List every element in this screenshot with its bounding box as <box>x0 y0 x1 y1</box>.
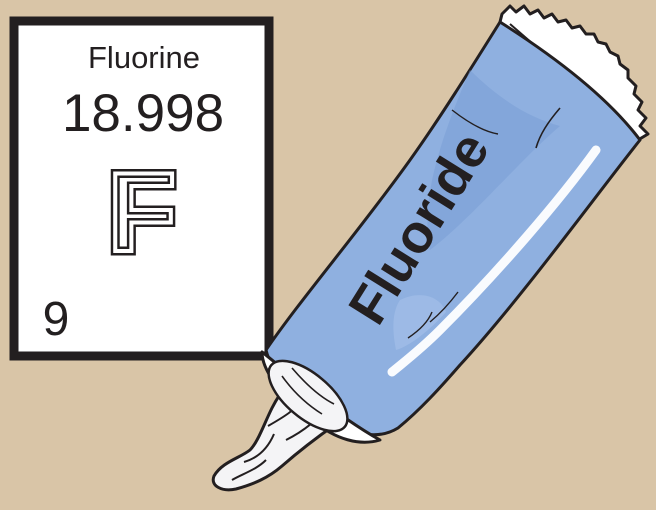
element-symbol: F <box>108 150 176 275</box>
element-atomic-number: 9 <box>43 293 70 346</box>
element-atomic-mass: 18.998 <box>62 84 224 143</box>
tube-shade-1 <box>427 70 560 250</box>
toothpaste-tube: Fluoride <box>260 4 650 444</box>
tube-wrinkle-1 <box>535 107 561 149</box>
tube-shade-2 <box>393 295 446 350</box>
tube-wrinkle-4 <box>407 311 433 339</box>
tube-nozzle-ring-2 <box>291 367 335 405</box>
element-name: Fluorine <box>88 40 200 75</box>
element-card-frame <box>9 16 274 361</box>
toothpaste-line-1 <box>231 459 267 481</box>
tube-wrinkle-3 <box>429 291 459 323</box>
toothpaste-line-2 <box>243 433 275 463</box>
tube-nozzle-ring-1 <box>281 375 323 415</box>
element-card: Fluorine 18.998 F F 9 <box>9 16 274 361</box>
tube-opening <box>267 359 349 433</box>
tube-wrinkle-2 <box>451 109 499 135</box>
tube-highlight <box>387 145 601 377</box>
element-symbol-outline: F <box>108 150 176 275</box>
